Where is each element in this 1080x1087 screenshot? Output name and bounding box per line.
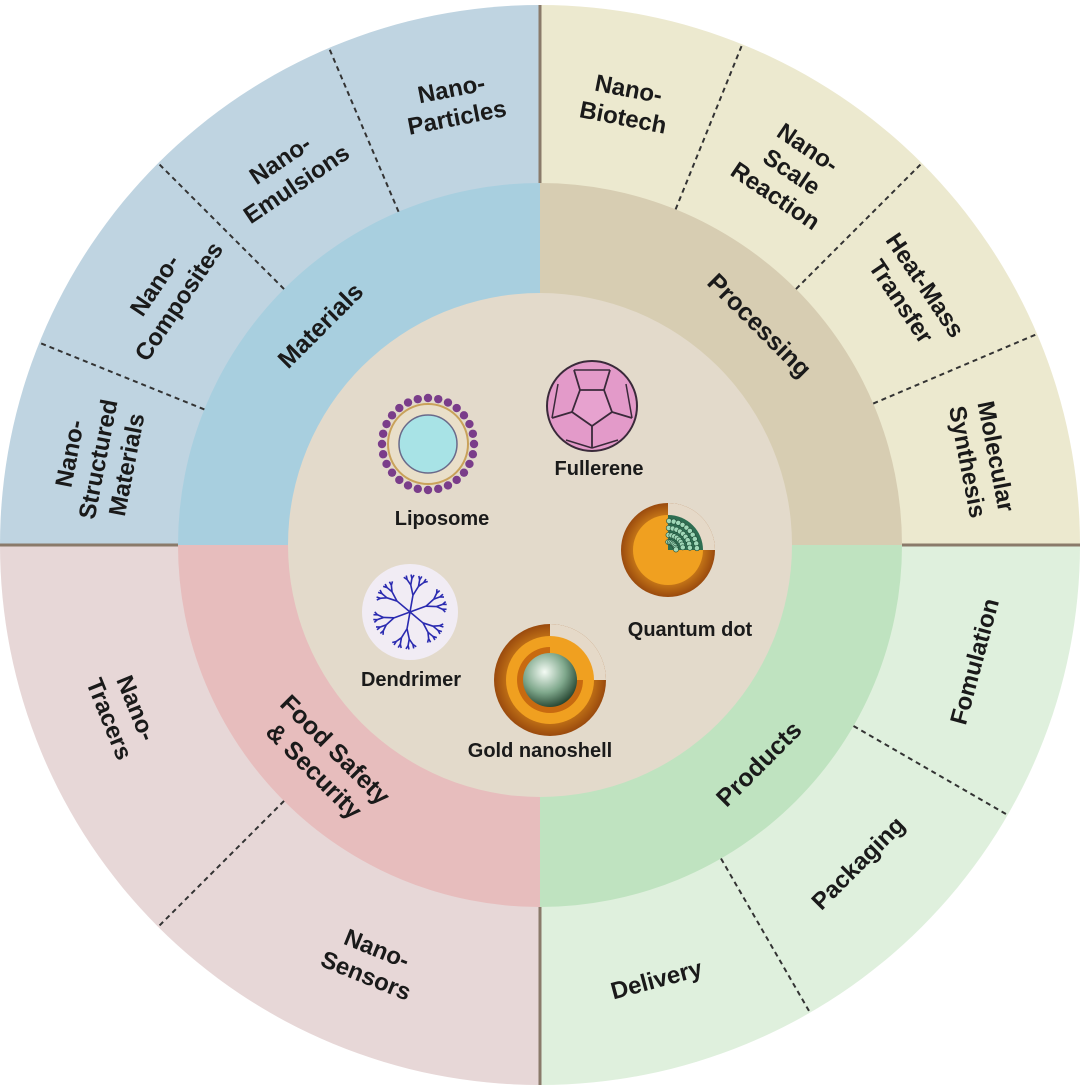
quantum-dot-label: Quantum dot [628,619,753,641]
center-structures [362,360,715,736]
liposome-label: Liposome [395,508,489,530]
fullerene-icon [546,360,638,452]
segment-divider [40,342,205,411]
dendrimer-label: Dendrimer [361,669,461,691]
segment-divider [720,858,810,1012]
liposome-icon [377,393,479,495]
dendrimer-icon [362,564,458,660]
segment-divider [795,163,922,290]
segment-divider [674,45,743,210]
fullerene-label: Fullerene [555,458,644,480]
segment-dividers [0,5,1080,1085]
segment-divider [158,163,285,290]
gold-nanoshell-label: Gold nanoshell [468,740,612,762]
segment-divider [328,49,400,213]
segment-divider [853,725,1007,815]
quantum-dot-icon [621,503,715,597]
segment-divider [872,333,1036,405]
segment-divider [158,800,285,927]
gold-nanoshell-icon [494,624,606,736]
